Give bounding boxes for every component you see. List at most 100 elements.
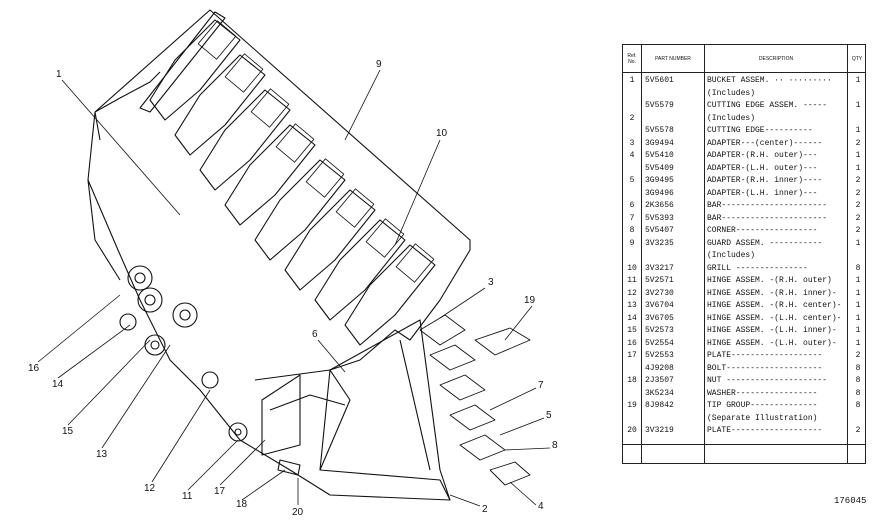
row-ref: 20	[627, 426, 637, 435]
row-ref: 19	[627, 401, 637, 410]
row-part-number: 3V6704	[645, 301, 674, 310]
row-ref: 7	[629, 213, 635, 223]
row-description: HINGE ASSEM. -(R.H. outer)	[707, 276, 832, 285]
callout-3: 3	[488, 277, 494, 288]
table-row: (Includes)	[623, 250, 865, 261]
row-description: CUTTING EDGE ASSEM. -----	[707, 101, 828, 110]
row-description: (Includes)	[707, 113, 756, 123]
callout-9: 9	[376, 59, 382, 70]
bucket-exploded-drawing	[37, 9, 551, 507]
row-description: ADAPTER-(L.H. inner)---	[707, 188, 818, 198]
row-description: HINGE ASSEM. -(L.H. center)-	[707, 313, 842, 323]
leader-lines	[37, 69, 551, 507]
row-qty: 2	[855, 213, 861, 223]
row-description: WASHER-----------------	[707, 388, 818, 398]
row-ref: 12	[627, 288, 637, 298]
row-description: GRILL ---------------	[707, 263, 808, 273]
table-header: Ref. No. PART NUMBER DESCRIPTION QTY	[623, 45, 865, 73]
row-qty: 1	[855, 313, 861, 323]
row-part-number: 5V2573	[645, 326, 674, 335]
callout-1: 1	[56, 69, 62, 80]
row-part-number: 5V5393	[645, 213, 674, 223]
row-description: NUT ---------------------	[707, 376, 828, 385]
row-description: ADAPTER-(L.H. outer)---	[707, 163, 818, 173]
row-part-number: 3V3217	[645, 263, 674, 273]
callout-11: 11	[182, 491, 193, 502]
row-part-number: 3V3235	[645, 238, 674, 248]
row-description: CUTTING EDGE----------	[707, 126, 813, 135]
callout-8: 8	[552, 440, 558, 451]
tooth-group	[149, 19, 436, 346]
row-part-number: 5V5579	[645, 101, 674, 110]
hinge-group	[119, 265, 248, 442]
row-ref: 10	[627, 263, 637, 273]
header-ref: Ref. No.	[627, 52, 637, 65]
row-description: ADAPTER---(center)------	[707, 138, 823, 148]
row-ref: 9	[629, 238, 635, 248]
row-description: GUARD ASSEM. -----------	[707, 238, 823, 248]
row-qty: 8	[855, 401, 861, 410]
header-qty: QTY	[851, 55, 863, 62]
callout-15: 15	[62, 426, 74, 437]
table-bottom-rule	[623, 443, 865, 445]
callout-10: 10	[436, 128, 448, 139]
row-description: (Separate Illustration)	[707, 413, 818, 423]
row-qty: 1	[855, 151, 861, 160]
row-description: HINGE ASSEM. -(L.H. inner)-	[707, 326, 837, 335]
side-plate	[261, 374, 301, 456]
row-part-number: 3V3219	[645, 426, 674, 435]
bucket-shell	[87, 9, 471, 501]
table-row: (Includes)	[623, 88, 865, 99]
callout-4: 4	[538, 501, 544, 512]
row-ref: 16	[627, 338, 637, 348]
row-part-number: 5V5409	[645, 163, 674, 173]
row-qty: 1	[855, 126, 861, 135]
row-qty: 8	[855, 388, 861, 398]
row-qty: 1	[855, 101, 861, 110]
row-part-number: 3K5234	[645, 388, 674, 398]
row-description: (Includes)	[707, 251, 756, 260]
row-part-number: 3G9495	[645, 176, 674, 185]
row-qty: 8	[855, 363, 861, 373]
row-qty: 1	[855, 76, 861, 85]
row-ref: 4	[629, 151, 635, 160]
row-description: BUCKET ASSEM. ·· ·········	[707, 76, 832, 85]
row-part-number: 5V2571	[645, 276, 674, 285]
row-description: BAR----------------------	[707, 213, 828, 223]
table-row: 5V5579 CUTTING EDGE ASSEM. ----- 1	[623, 100, 865, 111]
callout-17: 17	[214, 486, 226, 497]
row-qty: 1	[855, 301, 861, 310]
row-part-number: 8J9842	[645, 401, 674, 410]
row-part-number: 2K3656	[645, 201, 674, 210]
table-row: 5V5578 CUTTING EDGE---------- 1	[623, 125, 865, 136]
row-ref: 3	[629, 138, 635, 148]
row-description: PLATE-------------------	[707, 426, 823, 435]
callout-6: 6	[312, 329, 318, 340]
row-ref: 17	[627, 351, 637, 360]
callout-18: 18	[236, 499, 248, 510]
row-qty: 2	[855, 351, 861, 360]
header-part-number: PART NUMBER	[655, 55, 691, 62]
row-part-number: 5V5410	[645, 151, 674, 160]
row-qty: 2	[855, 176, 861, 185]
row-ref: 1	[629, 76, 635, 85]
row-qty: 1	[855, 288, 861, 298]
row-part-number: 5V5578	[645, 126, 674, 135]
row-qty: 2	[855, 201, 861, 210]
row-part-number: 3G9496	[645, 188, 674, 198]
callout-19: 19	[524, 295, 536, 306]
header-description: DESCRIPTION	[758, 55, 794, 62]
table-row: (Separate Illustration)	[623, 413, 865, 424]
row-part-number: 5V2553	[645, 351, 674, 360]
callout-16: 16	[28, 363, 40, 374]
